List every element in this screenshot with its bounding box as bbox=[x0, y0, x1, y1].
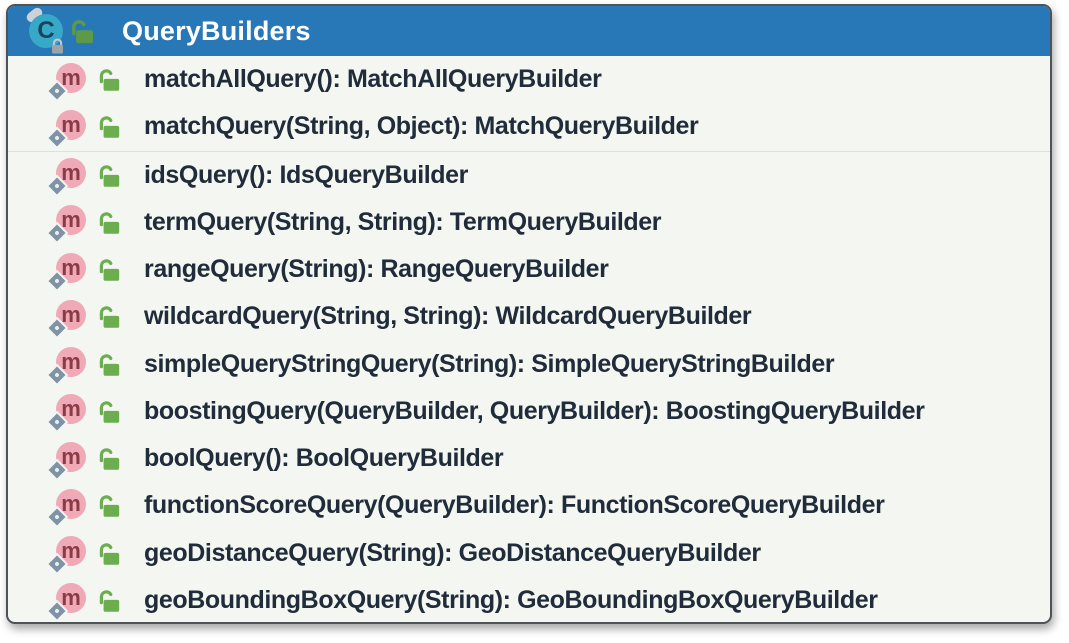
method-row[interactable]: m matchAllQuery(): MatchAllQueryBuilder bbox=[8, 56, 1050, 103]
public-visibility-icon bbox=[99, 448, 120, 470]
method-icon: m bbox=[48, 299, 86, 337]
public-visibility-icon bbox=[99, 259, 120, 281]
method-icon: m bbox=[48, 252, 86, 290]
method-signature: termQuery(String, String): TermQueryBuil… bbox=[144, 207, 662, 236]
method-signature: geoDistanceQuery(String): GeoDistanceQue… bbox=[144, 538, 761, 567]
public-visibility-icon bbox=[72, 20, 93, 44]
public-visibility-icon bbox=[99, 212, 120, 234]
method-icon: m bbox=[48, 62, 86, 100]
method-row[interactable]: m geoBoundingBoxQuery(String): GeoBoundi… bbox=[8, 577, 1050, 622]
method-icon-circle: m bbox=[56, 583, 86, 614]
method-signature: matchAllQuery(): MatchAllQueryBuilder bbox=[144, 65, 602, 94]
public-visibility-icon bbox=[99, 401, 120, 423]
method-row[interactable]: m functionScoreQuery(QueryBuilder): Func… bbox=[8, 482, 1050, 529]
method-icon-circle: m bbox=[56, 299, 86, 330]
method-list: m matchAllQuery(): MatchAllQueryBuilder … bbox=[8, 56, 1050, 622]
public-visibility-icon bbox=[99, 495, 120, 518]
class-locked-icon bbox=[51, 38, 64, 54]
method-row[interactable]: m boolQuery(): BoolQueryBuilder bbox=[8, 435, 1050, 482]
method-icon-circle: m bbox=[56, 347, 86, 378]
public-visibility-icon bbox=[99, 353, 120, 376]
method-icon-circle: m bbox=[56, 536, 86, 567]
public-visibility-icon bbox=[99, 306, 120, 329]
method-row[interactable]: m simpleQueryStringQuery(String): Simple… bbox=[8, 341, 1050, 388]
public-visibility-icon bbox=[99, 116, 120, 139]
method-signature: geoBoundingBoxQuery(String): GeoBounding… bbox=[144, 585, 878, 614]
method-icon-circle: m bbox=[56, 158, 86, 189]
method-signature: matchQuery(String, Object): MatchQueryBu… bbox=[144, 112, 699, 141]
class-node-querybuilders[interactable]: C QueryBuilders m matchAllQuery(): Match… bbox=[6, 4, 1052, 624]
class-title: QueryBuilders bbox=[122, 15, 311, 46]
method-row[interactable]: m boostingQuery(QueryBuilder, QueryBuild… bbox=[8, 388, 1050, 435]
method-row[interactable]: m wildcardQuery(String, String): Wildcar… bbox=[8, 293, 1050, 340]
method-row[interactable]: m geoDistanceQuery(String): GeoDistanceQ… bbox=[8, 530, 1050, 577]
method-icon: m bbox=[48, 157, 86, 195]
public-visibility-icon bbox=[99, 164, 120, 187]
method-signature: functionScoreQuery(QueryBuilder): Functi… bbox=[144, 491, 885, 520]
method-row[interactable]: m matchQuery(String, Object): MatchQuery… bbox=[8, 103, 1050, 150]
method-row[interactable]: m rangeQuery(String): RangeQueryBuilder bbox=[8, 246, 1050, 293]
group-separator bbox=[8, 150, 1050, 152]
class-node-header[interactable]: C QueryBuilders bbox=[8, 6, 1050, 56]
public-visibility-icon bbox=[99, 590, 120, 612]
method-icon: m bbox=[48, 393, 86, 431]
method-signature: boostingQuery(QueryBuilder, QueryBuilder… bbox=[144, 396, 925, 425]
method-icon: m bbox=[48, 204, 86, 242]
public-visibility-icon bbox=[99, 542, 120, 565]
method-signature: boolQuery(): BoolQueryBuilder bbox=[144, 444, 504, 473]
method-icon: m bbox=[48, 441, 86, 479]
method-icon: m bbox=[48, 346, 86, 384]
public-visibility-icon bbox=[99, 69, 120, 91]
method-icon: m bbox=[48, 109, 86, 147]
method-signature: idsQuery(): IdsQueryBuilder bbox=[144, 160, 468, 189]
method-icon: m bbox=[48, 535, 86, 573]
method-signature: simpleQueryStringQuery(String): SimpleQu… bbox=[144, 349, 835, 378]
method-icon-circle: m bbox=[56, 394, 86, 425]
method-row[interactable]: m termQuery(String, String): TermQueryBu… bbox=[8, 199, 1050, 246]
method-signature: wildcardQuery(String, String): WildcardQ… bbox=[144, 302, 752, 331]
method-signature: rangeQuery(String): RangeQueryBuilder bbox=[144, 255, 609, 284]
class-icon-circle: C bbox=[29, 14, 63, 48]
method-icon: m bbox=[48, 488, 86, 526]
method-row[interactable]: m idsQuery(): IdsQueryBuilder bbox=[8, 152, 1050, 199]
method-icon-circle: m bbox=[56, 205, 86, 236]
class-icon: C bbox=[22, 6, 68, 54]
method-icon: m bbox=[48, 582, 86, 620]
